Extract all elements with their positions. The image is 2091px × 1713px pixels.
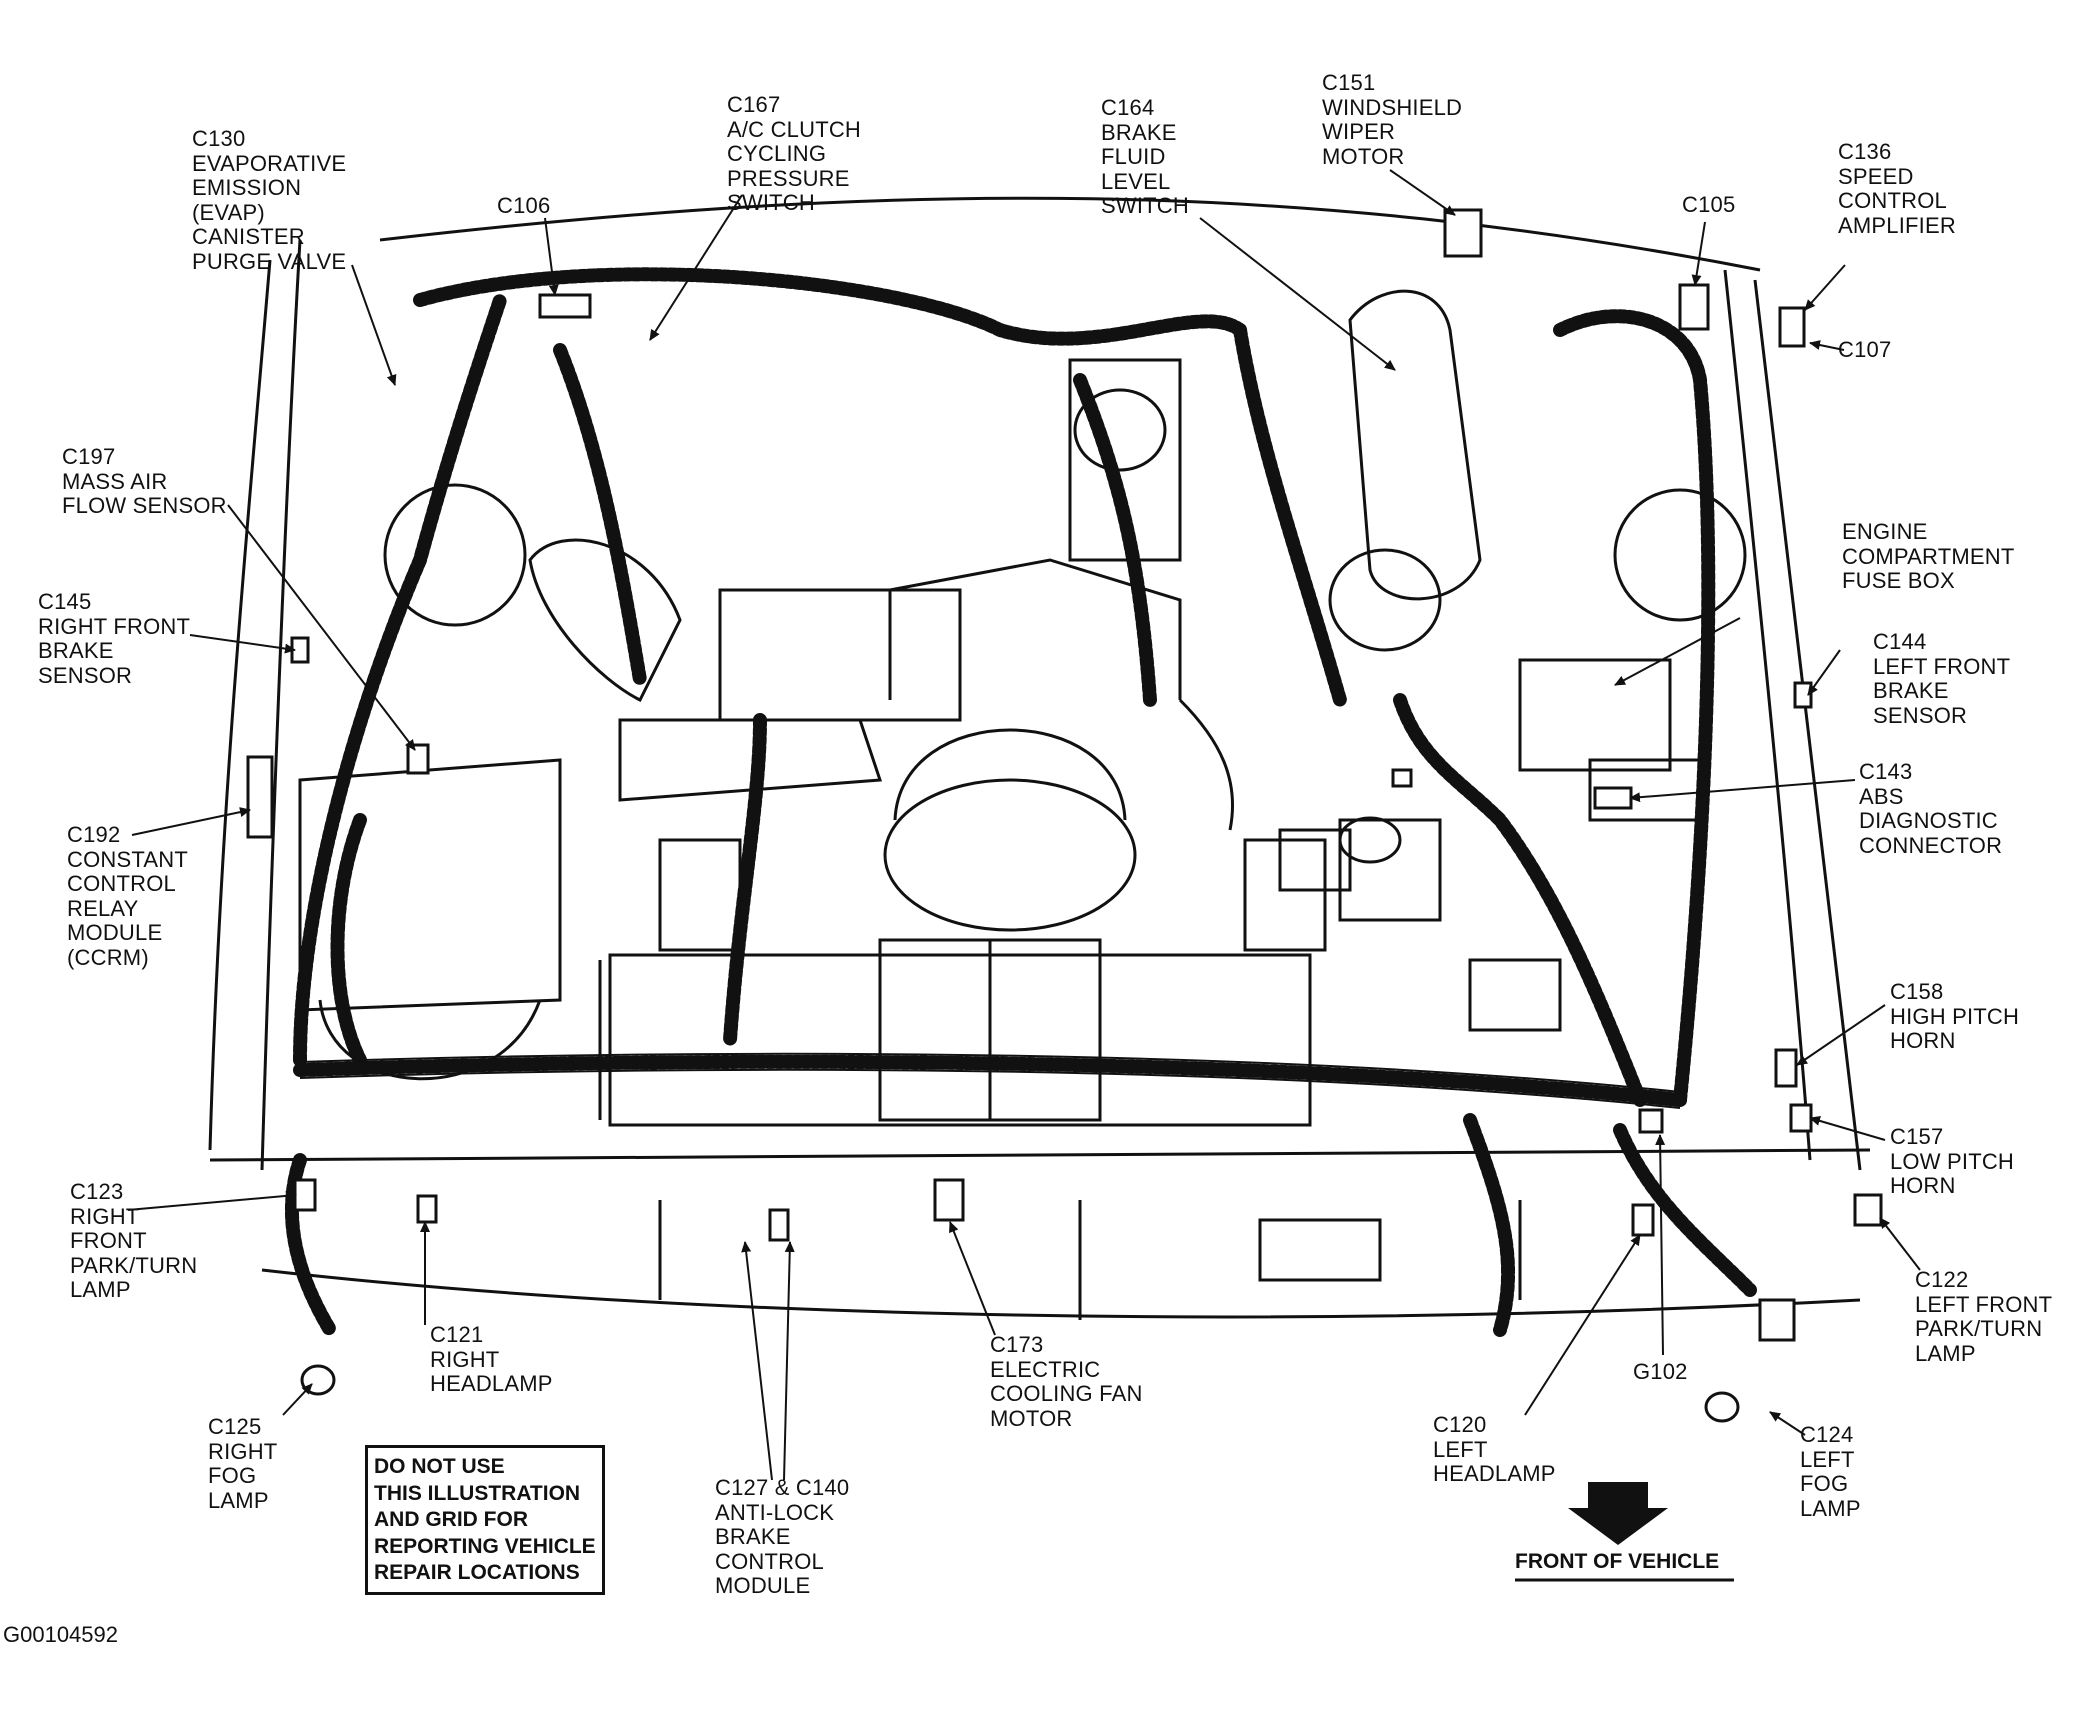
label-c127-c140: C127 & C140 ANTI-LOCK BRAKE CONTROL MODU…	[715, 1475, 850, 1598]
label-c105: C105	[1682, 192, 1736, 217]
label-c136: C136 SPEED CONTROL AMPLIFIER	[1838, 139, 1956, 238]
figure-id: G00104592	[3, 1622, 118, 1647]
label-fuse-box: ENGINE COMPARTMENT FUSE BOX	[1842, 519, 2015, 593]
label-c145: C145 RIGHT FRONT BRAKE SENSOR	[38, 589, 191, 688]
label-c106: C106	[497, 193, 551, 218]
label-c107: C107	[1838, 337, 1892, 362]
label-c125: C125 RIGHT FOG LAMP	[208, 1414, 278, 1513]
label-c192: C192 CONSTANT CONTROL RELAY MODULE (CCRM…	[67, 822, 188, 970]
label-c122: C122 LEFT FRONT PARK/TURN LAMP	[1915, 1267, 2053, 1366]
label-c164: C164 BRAKE FLUID LEVEL SWITCH	[1101, 95, 1189, 218]
label-c197: C197 MASS AIR FLOW SENSOR	[62, 444, 227, 518]
label-c151: C151 WINDSHIELD WIPER MOTOR	[1322, 70, 1463, 169]
label-c143: C143 ABS DIAGNOSTIC CONNECTOR	[1859, 759, 2003, 858]
label-c167: C167 A/C CLUTCH CYCLING PRESSURE SWITCH	[727, 92, 862, 215]
front-of-vehicle-label: FRONT OF VEHICLE	[1515, 1550, 1720, 1573]
label-c173: C173 ELECTRIC COOLING FAN MOTOR	[990, 1332, 1143, 1431]
connectors	[246, 208, 1883, 1423]
label-c158: C158 HIGH PITCH HORN	[1890, 979, 2020, 1053]
engine-block	[298, 289, 1747, 1127]
label-c124: C124 LEFT FOG LAMP	[1800, 1422, 1861, 1521]
body-outline	[208, 196, 1871, 1320]
wire-harness	[284, 267, 1757, 1337]
leader-lines	[127, 169, 1921, 1481]
label-c120: C120 LEFT HEADLAMP	[1433, 1412, 1556, 1486]
wire-harness-edges	[299, 1052, 1681, 1109]
do-not-use-notice: DO NOT USE THIS ILLUSTRATION AND GRID FO…	[365, 1445, 605, 1595]
label-g102: G102	[1633, 1359, 1688, 1384]
label-c144: C144 LEFT FRONT BRAKE SENSOR	[1873, 629, 2011, 728]
label-c157: C157 LOW PITCH HORN	[1890, 1124, 2015, 1198]
label-c121: C121 RIGHT HEADLAMP	[430, 1322, 553, 1396]
front-arrow-icon	[1568, 1482, 1668, 1545]
label-c123: C123 RIGHT FRONT PARK/TURN LAMP	[70, 1179, 198, 1302]
label-c130: C130 EVAPORATIVE EMISSION (EVAP) CANISTE…	[192, 126, 347, 274]
